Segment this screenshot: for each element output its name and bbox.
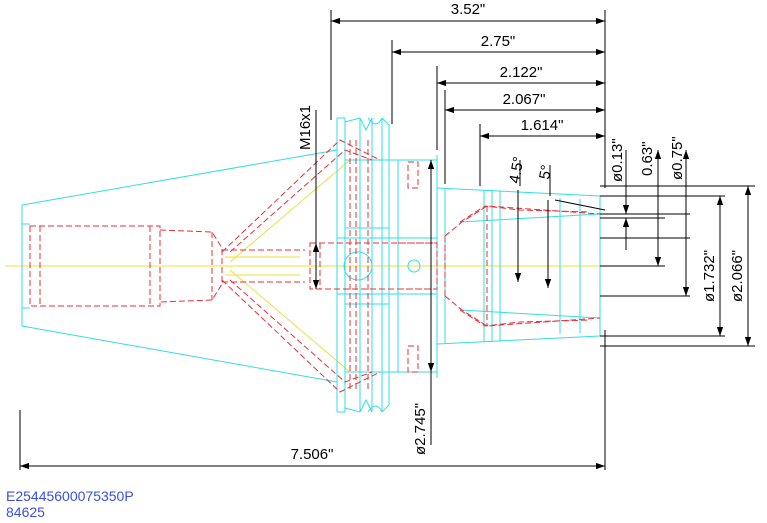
dim-2-122: 2.122": [500, 64, 543, 81]
dim-dia-0-13: ø0.13": [609, 138, 626, 182]
dim-angle-5: 5°: [536, 164, 555, 181]
dimension-labels: 3.52" 2.75" 2.122" 2.067" 1.614" 7.506" …: [291, 1, 746, 463]
holder-outline: [21, 117, 601, 413]
center-line: [5, 159, 610, 373]
dim-angle-4-5: 4.5°: [506, 155, 527, 184]
dim-dia-1-732: ø1.732": [701, 250, 718, 302]
dim-dia-2-745: ø2.745": [412, 403, 429, 455]
dim-0-63: 0.63": [639, 141, 656, 176]
dim-dia-0-75: ø0.75": [669, 136, 686, 180]
dim-1-614: 1.614": [521, 117, 564, 134]
dim-dia-2-066: ø2.066": [729, 250, 746, 302]
dim-2-75: 2.75": [481, 33, 516, 50]
item-number: 84625: [6, 504, 45, 520]
part-number: E25445600075350P: [6, 488, 134, 504]
dim-7-506: 7.506": [291, 446, 334, 463]
dim-3-52: 3.52": [451, 1, 486, 18]
dim-thread: M16x1: [297, 105, 314, 150]
hidden-features: [29, 139, 601, 393]
dimension-lines: [19, 10, 755, 470]
dim-2-067: 2.067": [503, 91, 546, 108]
